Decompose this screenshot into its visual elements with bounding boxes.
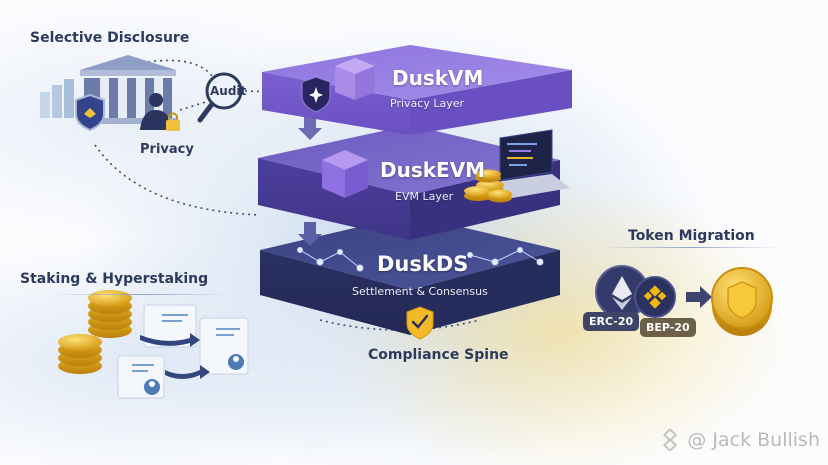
down-arrow-icon: [298, 116, 322, 140]
duskevm-layer-block: [258, 125, 570, 240]
right-arrow-icon: [686, 286, 712, 308]
duskevm-subtitle: EVM Layer: [395, 190, 454, 203]
document-lines: [132, 314, 240, 372]
shield-leaf-icon: [75, 93, 105, 132]
selective-disclosure-title: Selective Disclosure: [30, 30, 190, 46]
watermark-text: @ Jack Bullish: [687, 429, 820, 451]
binance-coin-icon: [634, 276, 676, 318]
compliance-spine-label: Compliance Spine: [368, 347, 509, 363]
cube-icon: [335, 58, 375, 100]
dotted-line: [147, 59, 216, 81]
duskevm-title: DuskEVM: [380, 158, 486, 182]
duskvm-layer-block: [262, 45, 572, 135]
ethereum-coin-icon: [595, 265, 649, 319]
arrow-icon: [140, 333, 210, 379]
bep20-tag: BEP-20: [640, 318, 696, 337]
staking-coins-icon: [58, 290, 132, 374]
cube-icon: [322, 150, 368, 198]
staking-divider: [50, 294, 230, 295]
network-nodes: [297, 247, 544, 272]
binance-diamond-icon: [663, 429, 678, 451]
user-badge-icon: [144, 354, 244, 395]
laptop-icon: [496, 129, 570, 198]
down-arrow-icon: [298, 222, 322, 246]
duskvm-subtitle: Privacy Layer: [390, 97, 464, 110]
token-migration-title: Token Migration: [628, 228, 755, 244]
duskds-title: DuskDS: [377, 252, 469, 276]
staking-title: Staking & Hyperstaking: [20, 271, 209, 287]
dusk-gold-coin-icon: [711, 267, 773, 336]
document-icon: [117, 304, 249, 399]
erc20-tag: ERC-20: [583, 312, 640, 331]
magnifier-icon: [197, 72, 243, 123]
watermark: @ Jack Bullish: [659, 429, 820, 451]
duskds-subtitle: Settlement & Consensus: [352, 285, 488, 298]
privacy-label: Privacy: [140, 142, 194, 157]
connection-lines: [94, 59, 481, 331]
audit-label: Audit: [210, 84, 247, 98]
dotted-line: [319, 319, 481, 331]
lock-icon: [166, 112, 180, 131]
coin-stack-icon: [464, 169, 512, 203]
person-icon: [140, 93, 172, 130]
dotted-line: [94, 144, 261, 216]
shield-star-icon: [301, 76, 331, 113]
duskds-layer-block: [260, 215, 560, 335]
compliance-shield-icon: [406, 306, 434, 340]
token-migration-divider: [600, 247, 780, 248]
duskvm-title: DuskVM: [392, 66, 484, 90]
